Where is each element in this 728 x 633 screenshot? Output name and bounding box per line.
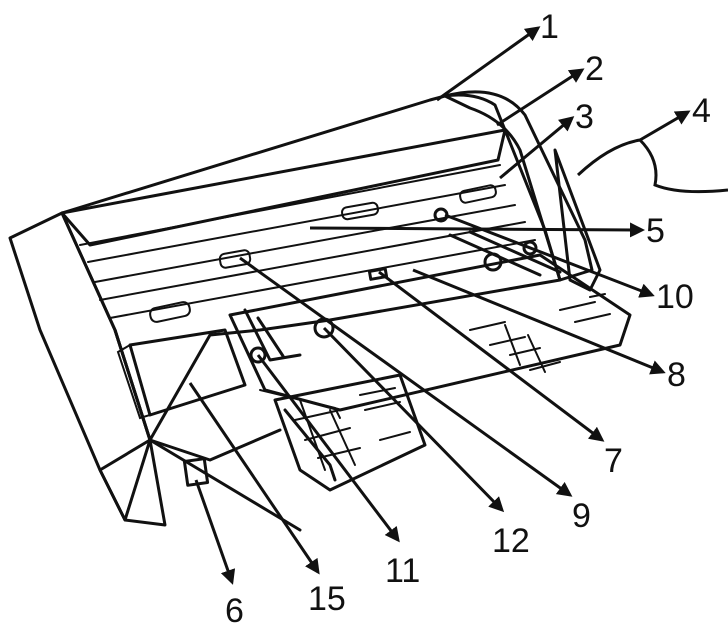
callout-6: 6 xyxy=(225,592,244,630)
callout-numbers: 1 2 3 4 5 10 8 7 9 12 11 15 6 xyxy=(225,8,711,630)
leader-1 xyxy=(436,26,541,102)
callout-2: 2 xyxy=(585,50,604,88)
right-housing xyxy=(443,90,594,282)
leader-6 xyxy=(194,479,236,585)
callout-9: 9 xyxy=(572,497,591,535)
machine-illustration xyxy=(8,90,632,532)
callout-3: 3 xyxy=(575,98,594,136)
leader-5 xyxy=(309,222,645,238)
leader-9 xyxy=(239,256,573,497)
callout-11: 11 xyxy=(385,552,420,590)
callout-12: 12 xyxy=(492,522,530,560)
leader-2 xyxy=(496,68,585,127)
leader-4 xyxy=(576,138,728,194)
left-end-cap xyxy=(8,211,152,522)
callout-4: 4 xyxy=(692,92,711,130)
callout-leaders xyxy=(188,26,728,585)
callout-8: 8 xyxy=(667,356,686,394)
leader-15 xyxy=(188,382,320,575)
leader-4b xyxy=(639,110,691,142)
callout-5: 5 xyxy=(646,212,665,250)
callout-1: 1 xyxy=(540,8,559,46)
leader-7 xyxy=(378,270,605,442)
leader-11 xyxy=(256,354,400,543)
callout-15: 15 xyxy=(308,580,346,618)
leader-3 xyxy=(499,116,575,180)
leader-10 xyxy=(444,213,655,298)
left-lower-dark xyxy=(98,438,167,527)
leader-12 xyxy=(322,326,505,513)
stacker-tray xyxy=(273,373,427,492)
callout-10: 10 xyxy=(656,278,694,316)
leader-8 xyxy=(412,268,666,375)
callout-7: 7 xyxy=(604,442,623,480)
